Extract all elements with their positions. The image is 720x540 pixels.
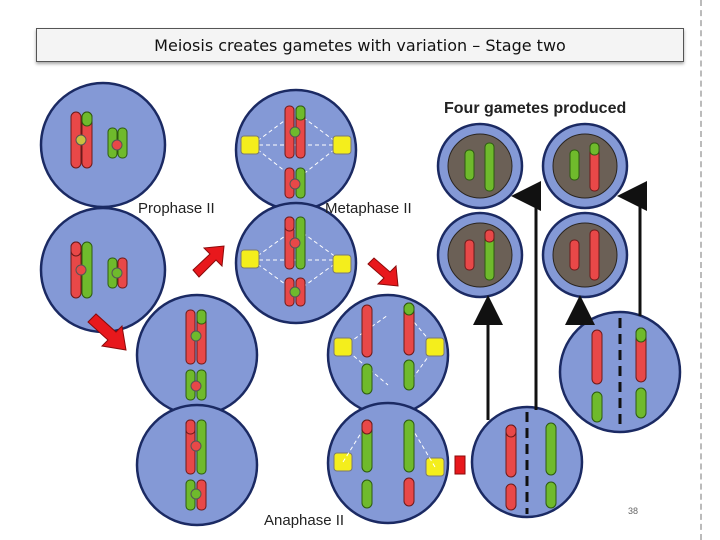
gamete-2 [541,122,629,210]
gamete-1 [436,122,524,210]
gamete-4 [541,211,629,299]
cell-metaphase-top [234,88,358,212]
centriole-icon [425,337,445,357]
centriole-icon [333,337,353,357]
centriole-icon [240,135,260,155]
arrow-red-icon [454,455,466,475]
anaphase-label: Anaphase II [264,512,345,529]
arrow-red-icon [87,313,127,351]
cell-prophase-bottom [39,206,167,334]
arrow-red-icon [192,245,225,278]
centriole-icon [332,135,352,155]
chromosome-pair-long [70,111,93,169]
slide-title: Meiosis creates gametes with variation –… [36,28,684,62]
centriole-icon [332,254,352,274]
arrow-red-icon [367,257,399,287]
chromosome-pair-short [107,127,128,159]
cell-metaphase-bottom [234,201,358,325]
gametes-label: Four gametes produced [444,100,627,117]
cell-telophase-top [558,310,682,434]
cell-anaphase-middle-bottom [326,401,450,525]
cell-telophase-bottom [470,405,584,519]
arrow-black-icon [511,181,541,410]
page-number: 38 [628,506,639,516]
slide-edge-divider [700,0,702,540]
gamete-3 [436,211,524,299]
prophase-label: Prophase II [138,200,215,217]
cell-anaphase-middle-top [326,293,450,417]
cell-prophase-top [39,81,167,209]
metaphase-label: Metaphase II [325,200,412,217]
cell-anaphase-left-top [135,293,259,417]
arrow-black-icon [617,181,647,316]
centriole-icon [240,249,260,269]
cell-anaphase-left-bottom [135,403,259,527]
